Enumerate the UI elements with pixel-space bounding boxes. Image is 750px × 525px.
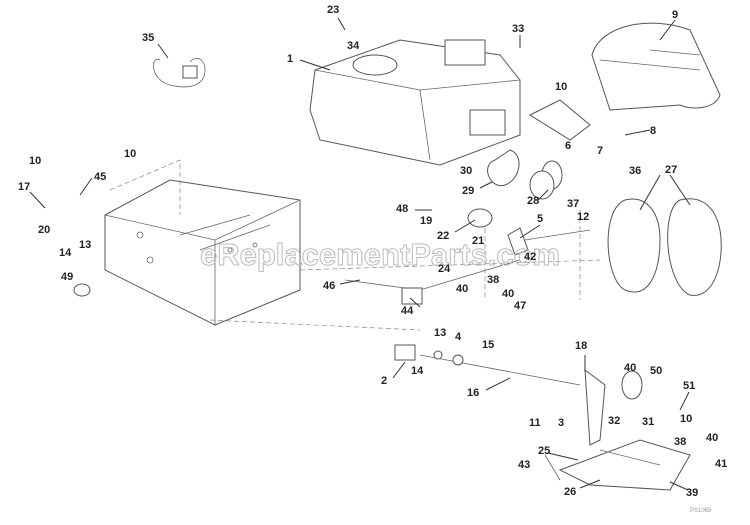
lower-assembly [544,368,691,491]
callout: 44 [401,305,414,317]
callout: 10 [555,81,567,93]
spring-12 [524,229,591,241]
callout: 26 [564,486,576,498]
idler-pulley [467,208,493,228]
idler-arm [507,227,529,256]
shaft [419,354,581,386]
callout: 15 [482,339,494,351]
callout: 18 [575,340,587,352]
callout: 7 [597,145,603,157]
callout: 14 [59,247,72,259]
callout: 50 [650,365,662,377]
callout: 46 [323,280,335,292]
callout: 10 [680,413,692,425]
leader-lines [29,17,691,491]
callout: 40 [456,283,468,295]
callout: 10 [29,155,41,167]
callout: 40 [624,362,636,374]
callout: 31 [642,416,654,428]
callout: 19 [420,215,432,227]
callout: 38 [487,274,499,286]
callout: 51 [683,380,695,392]
engine [309,39,521,166]
callout: 9 [672,9,678,21]
callout: 12 [577,211,589,223]
callout: 38 [674,436,686,448]
callout: 45 [94,171,106,183]
callout: 33 [512,23,524,35]
callout: 13 [79,239,91,251]
callout: 27 [665,164,677,176]
callout: 30 [460,165,472,177]
callout: 28 [527,195,539,207]
callout: 1 [287,53,293,65]
callout: 40 [706,432,718,444]
callout: 25 [538,445,550,457]
bracket [528,99,591,141]
bracket-44 [401,287,423,305]
callout: 24 [438,263,451,275]
callout: 11 [529,417,541,429]
callout: 36 [629,165,641,177]
callout: 6 [565,140,571,152]
drive-belts [607,198,722,296]
callout: 13 [434,327,446,339]
figure-code: PS1065 [690,508,712,514]
callout: 3 [558,417,564,429]
callout: 41 [715,458,727,470]
callout: 14 [411,365,424,377]
callout: 22 [437,230,449,242]
callout: 21 [472,235,484,247]
callout: 20 [38,224,50,236]
callout: 5 [537,213,543,225]
callout: 39 [686,487,698,499]
callout: 43 [518,459,530,471]
callout: 8 [650,125,656,137]
callout: 37 [567,198,579,210]
callout: 32 [608,415,620,427]
callout: 49 [61,271,73,283]
pulley [529,160,563,200]
callout: 34 [347,40,360,52]
callout: 16 [467,387,479,399]
callout-numbers: 23 33 9 35 34 1 10 8 7 6 36 27 30 29 28 … [18,4,727,499]
callout: 35 [142,32,154,44]
knob-49 [73,283,91,297]
callout: 4 [455,331,462,343]
frame-housing [104,159,601,331]
callout: 2 [381,375,387,387]
v-belt [487,149,520,187]
callout: 40 [502,288,514,300]
power-cord [153,57,206,88]
callout: 17 [18,181,30,193]
callout: 29 [462,185,474,197]
bracket-2 [394,344,416,361]
callout: 48 [396,203,408,215]
callout: 42 [524,251,536,263]
callout: 23 [327,4,339,16]
watermark: eReplacementParts.com [200,237,560,272]
callout: 47 [514,300,526,312]
belt-cover [591,22,721,111]
callout: 10 [124,148,136,160]
